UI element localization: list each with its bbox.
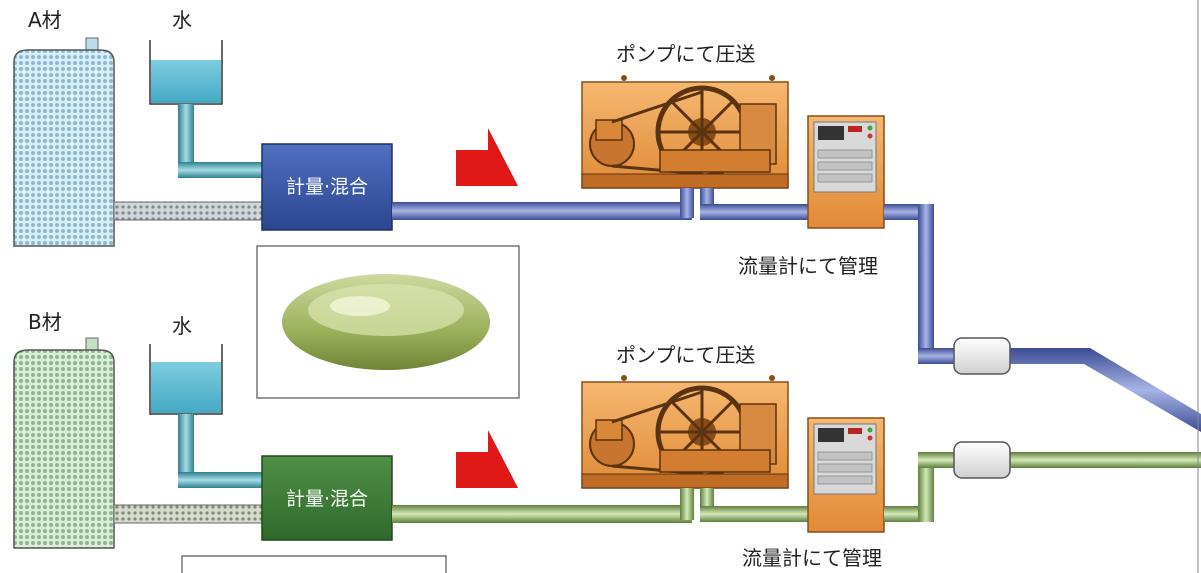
flowmeter-b (807, 417, 885, 533)
pump-pipe-a-link (700, 204, 812, 220)
sample-photo (256, 245, 520, 399)
water-label-b: 水 (172, 314, 192, 338)
water-pipe-a (178, 104, 266, 178)
pump-b (581, 375, 789, 489)
pump-a (581, 75, 789, 189)
water-pipe-b (178, 414, 266, 488)
water-label-a: 水 (172, 8, 192, 32)
flow-arrow-a (456, 128, 518, 186)
water-tank-a (149, 40, 223, 105)
flowmeter-a (807, 115, 885, 229)
flowmeter-label-b: 流量計にて管理 (742, 546, 882, 570)
flow-arrow-b (456, 430, 518, 488)
line-b (13, 337, 1201, 549)
output-pipe-b (884, 441, 1201, 522)
pipe-union-b (953, 441, 1011, 479)
mixer-box-b (261, 455, 393, 541)
flowmeter-label-a: 流量計にて管理 (738, 254, 878, 278)
water-tank-b (149, 344, 223, 415)
material-hose-b (113, 504, 265, 524)
pump-label-b: ポンプにて圧送 (616, 343, 756, 367)
outlet-pipe-a (392, 202, 692, 220)
bottom-photo-frame-edge (181, 555, 447, 573)
pump-label-a: ポンプにて圧送 (616, 42, 756, 66)
pump-pipe-b-link (700, 506, 812, 522)
pump-pipe-a-in (680, 188, 694, 218)
material-hose-a (113, 201, 265, 221)
material-tank-a (13, 37, 115, 247)
material-tank-b (13, 337, 115, 549)
material-label-a: A材 (28, 8, 62, 32)
output-pipe-a (884, 204, 1201, 432)
pipe-union-a (953, 337, 1011, 375)
mixer-label-b: 計量·混合 (285, 488, 369, 510)
material-label-b: B材 (28, 310, 62, 334)
line-a (13, 37, 1201, 432)
mixer-label-a: 計量·混合 (285, 176, 369, 198)
pump-pipe-b-in (680, 488, 694, 520)
outlet-pipe-b (392, 505, 692, 523)
mixer-box-a (261, 143, 393, 231)
